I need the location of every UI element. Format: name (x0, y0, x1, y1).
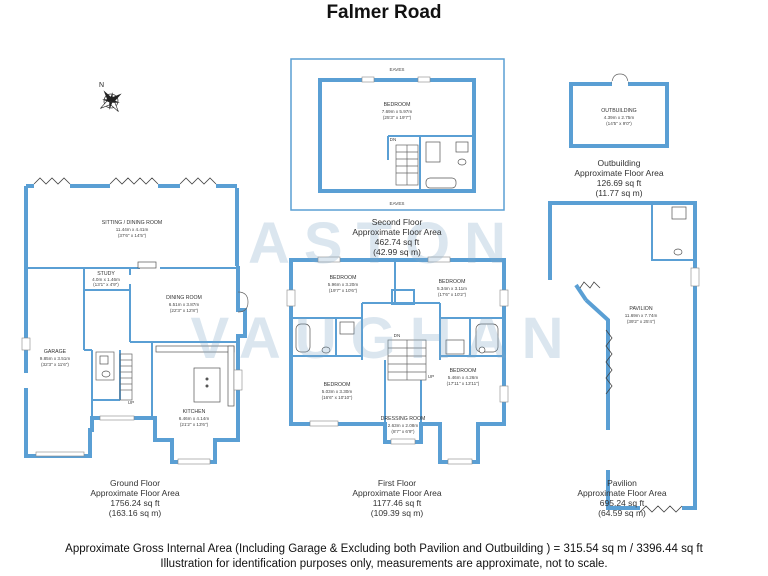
pavilion-metric: 11.69m x 7.74m (625, 313, 658, 318)
dining-room-metric: 6.51m x 3.87m (169, 302, 200, 307)
eaves-top-label: EAVES (390, 67, 405, 72)
outbuilding-area-line: Approximate Floor Area (574, 168, 664, 178)
ground-floor-area-line: Approximate Floor Area (90, 488, 180, 498)
first-floor-name: First Floor (377, 478, 417, 488)
outbuilding-name: Outbuilding (597, 158, 641, 168)
garage-imperial: (32'3" x 11'6") (41, 362, 69, 367)
outbuilding-caption: Outbuilding Approximate Floor Area 126.6… (534, 158, 704, 198)
ground-stairs-up-label: UP (128, 400, 134, 405)
pavilion-area-line: Approximate Floor Area (577, 488, 667, 498)
dressing-room-imperial: (8'7" x 6'9") (391, 429, 415, 434)
outbuilding-imperial: (14'5" x 9'0") (606, 121, 632, 126)
outbuilding-plan (569, 73, 669, 148)
footer-notes: Approximate Gross Internal Area (Includi… (0, 542, 768, 572)
study-imperial: (13'1" x 4'9") (93, 282, 119, 287)
outbuilding-sqm: (11.77 sq m) (595, 188, 643, 198)
dressing-room-metric: 2.63m x 2.08m (388, 423, 419, 428)
plan-title: Falmer Road (326, 2, 442, 23)
compass-north-label: N (99, 82, 104, 89)
eaves-bottom-label: EAVES (390, 201, 405, 206)
pavilion-imperial: (39'2" x 25'4") (627, 319, 656, 324)
first-floor-bedroom-4-imperial: (17'11" x 13'11") (447, 381, 480, 386)
second-floor-bedroom-label: BEDROOM (384, 102, 411, 108)
garage-metric: 9.85m x 3.51m (40, 356, 71, 361)
study-label: STUDY (97, 271, 115, 277)
sitting-dining-room-metric: 11.44m x 4.41m (116, 227, 149, 232)
first-floor-area-line: Approximate Floor Area (352, 488, 442, 498)
ground-floor-sqm: (163.16 sq m) (108, 508, 162, 518)
second-floor-caption: Second Floor Approximate Floor Area 462.… (312, 217, 482, 257)
watermark-line-1: ASTON (248, 211, 520, 276)
study-metric: 4.0m x 1.46m (92, 277, 120, 282)
pavilion-plan (548, 201, 700, 513)
ground-floor-name: Ground Floor (109, 478, 161, 488)
second-floor-bedroom-imperial: (25'3" x 19'7") (383, 115, 412, 120)
first-floor-bedroom-2-metric: 5.34m x 3.11m (437, 286, 467, 291)
compass-rose-icon (100, 90, 122, 112)
kitchen-label: KITCHEN (183, 409, 206, 415)
kitchen-metric: 6.46m x 4.14m (179, 416, 210, 421)
pavilion-caption: Pavilion Approximate Floor Area 695.24 s… (537, 478, 707, 518)
kitchen-imperial: (21'2" x 13'6") (180, 422, 209, 427)
first-floor-stairs-down-label: DN (394, 333, 401, 338)
second-floor-name: Second Floor (371, 217, 423, 227)
ground-floor-caption: Ground Floor Approximate Floor Area 1756… (50, 478, 220, 518)
first-floor-bedroom-4-metric: 5.46m x 4.26m (448, 375, 479, 380)
first-floor-stairs-up-label: UP (428, 374, 434, 379)
first-floor-bedroom-1-imperial: (19'7" x 10'6") (329, 288, 358, 293)
second-floor-sqm: (42.99 sq m) (373, 247, 421, 257)
second-floor-bedroom-metric: 7.69m x 5.97m (382, 109, 413, 114)
outbuilding-label: OUTBUILDING (601, 108, 636, 114)
first-floor-sqft: 1177.46 sq ft (372, 498, 422, 508)
first-floor-caption: First Floor Approximate Floor Area 1177.… (312, 478, 482, 518)
pavilion-label: PAVILION (629, 306, 652, 312)
first-floor-bedroom-1-metric: 5.96m x 3.20m (328, 282, 359, 287)
first-floor-plan (286, 256, 509, 465)
first-floor-bedroom-1-label: BEDROOM (330, 275, 357, 281)
sitting-dining-room-label: SITTING / DINING ROOM (102, 220, 163, 226)
first-floor-bedroom-2-imperial: (17'6" x 10'2") (438, 292, 467, 297)
pavilion-sqft: 695.24 sq ft (599, 498, 645, 508)
garage-label: GARAGE (44, 349, 67, 355)
first-floor-bedroom-3-metric: 5.03m x 3.30m (322, 389, 353, 394)
first-floor-bedroom-2-label: BEDROOM (439, 279, 466, 285)
outbuilding-sqft: 126.69 sq ft (596, 178, 642, 188)
first-floor-sqm: (109.39 sq m) (370, 508, 424, 518)
disclaimer-note: Illustration for identification purposes… (160, 558, 608, 570)
sitting-dining-room-imperial: (37'6" x 14'5") (118, 233, 147, 238)
second-floor-stairs-down-label: DN (390, 137, 397, 142)
second-floor-plan (290, 58, 505, 211)
gross-area-note: Approximate Gross Internal Area (Includi… (65, 543, 703, 555)
dressing-room-label: DRESSING ROOM (381, 416, 426, 422)
second-floor-sqft: 462.74 sq ft (374, 237, 420, 247)
dining-room-label: DINING ROOM (166, 295, 202, 301)
first-floor-bedroom-3-imperial: (16'6" x 10'10") (322, 395, 353, 400)
ground-floor-plan (21, 177, 249, 465)
ground-floor-sqft: 1756.24 sq ft (110, 498, 160, 508)
dining-room-imperial: (22'3" x 12'8") (170, 308, 199, 313)
second-floor-area-line: Approximate Floor Area (352, 227, 442, 237)
pavilion-name: Pavilion (607, 478, 637, 488)
watermark-line-2: VAUGHAN (190, 306, 578, 371)
pavilion-sqm: (64.59 sq m) (598, 508, 646, 518)
first-floor-bedroom-3-label: BEDROOM (324, 382, 351, 388)
first-floor-bedroom-4-label: BEDROOM (450, 368, 477, 374)
outbuilding-metric: 4.39m x 2.75m (604, 115, 635, 120)
